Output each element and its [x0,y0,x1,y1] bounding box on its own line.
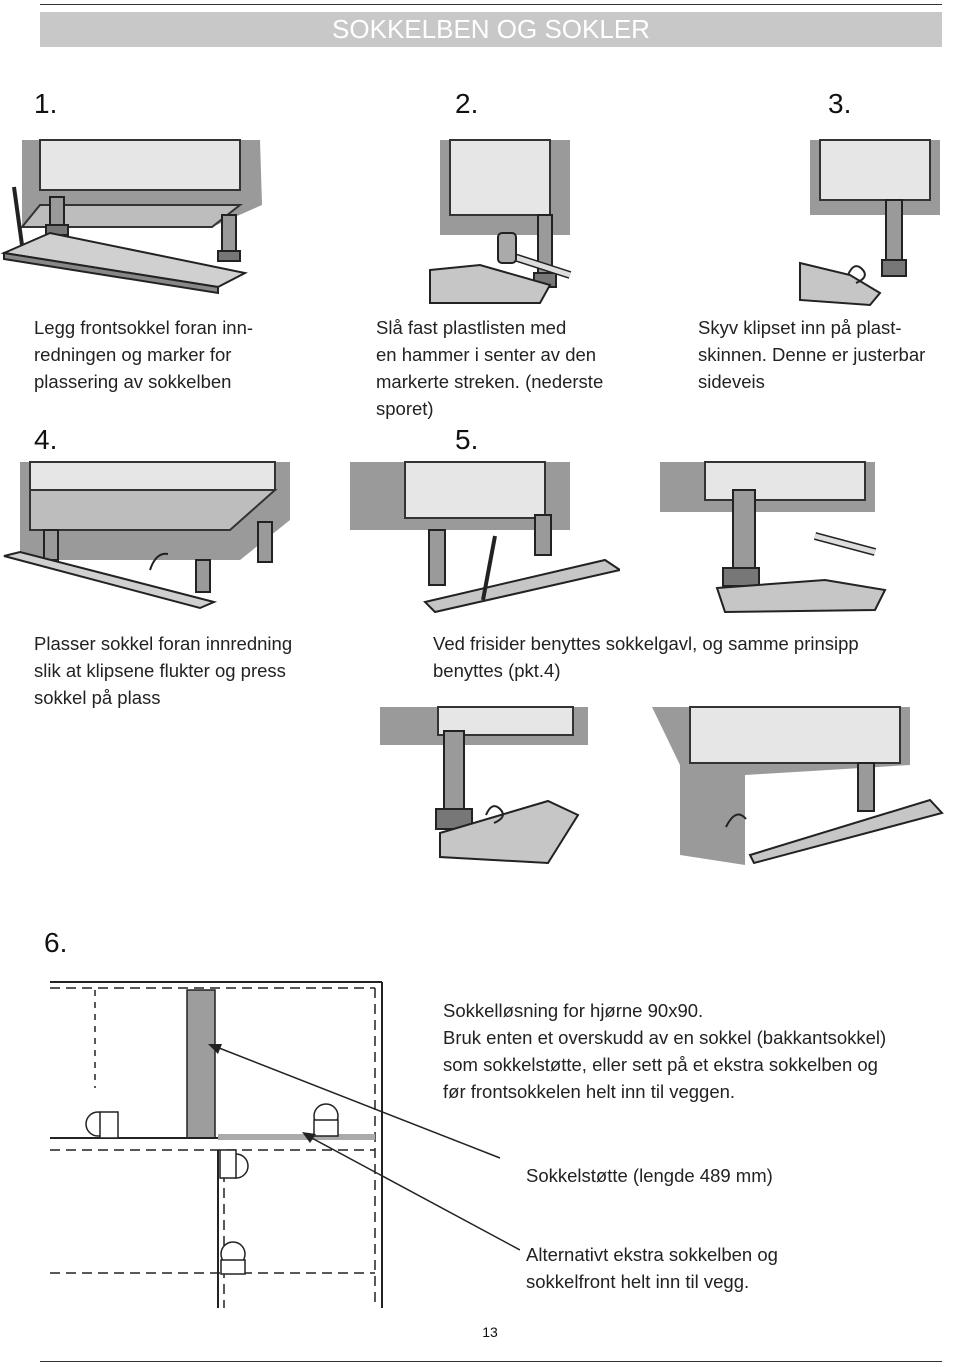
title-bar [40,12,942,47]
step-6-caption: Sokkelløsning for hjørne 90x90. Bruk ent… [443,1000,887,1102]
page-number: 13 [482,1324,498,1340]
step-4-caption: Plasser sokkel foran innredning slik at … [34,633,293,708]
page-title: SOKKELBEN OG SOKLER [332,14,650,44]
step-3-caption: Skyv klipset inn på plast- skinnen. Denn… [698,317,926,392]
illustration-step-3 [799,139,940,307]
bottom-rule [40,1361,942,1362]
step-number-6: 6. [44,927,68,958]
callout-sokkelstotte: Sokkelstøtte (lengde 489 mm) [526,1165,773,1186]
illustration-step-5a [350,461,620,614]
step-2-caption: Slå fast plastlisten med en hammer i sen… [376,317,604,419]
illustration-step-1 [0,139,262,295]
step-number-1: 1. [34,88,58,119]
top-rule [40,4,942,5]
illustration-step-2 [429,139,572,304]
step-number-4: 4. [34,424,58,455]
callout-alternativ: Alternativt ekstra sokkelben og sokkelfr… [526,1244,778,1292]
step-number-2: 2. [455,88,479,119]
illustration-step-4 [3,461,290,610]
illustration-step-5c [380,706,588,865]
illustration-step-5d [652,706,944,865]
step-5-caption: Ved frisider benyttes sokkelgavl, og sam… [433,633,859,681]
step-1-caption: Legg frontsokkel foran inn- redningen og… [34,317,254,392]
step-number-5: 5. [455,424,479,455]
illustration-step-5b [660,461,887,614]
illustration-step-6-corner-plan [50,981,520,1308]
step-number-3: 3. [828,88,852,119]
